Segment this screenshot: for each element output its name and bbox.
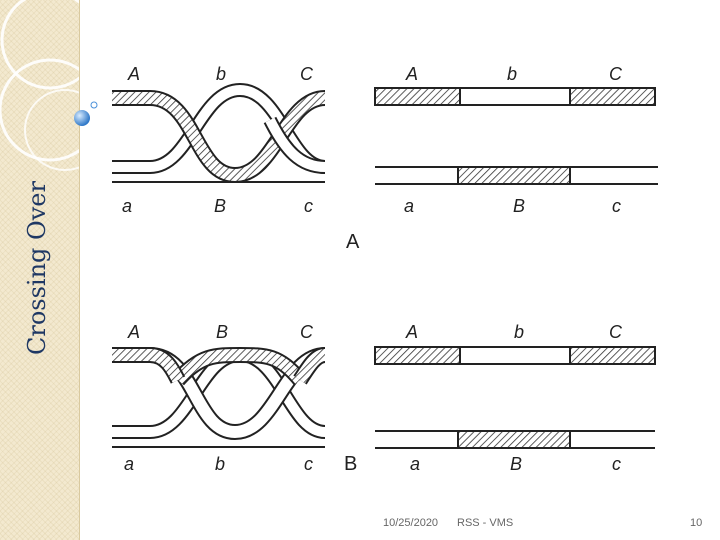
panel-b-crossover	[112, 346, 327, 448]
panel-b-label: B	[344, 453, 357, 475]
panel-a-crossover	[112, 82, 327, 184]
panel-a-label: A	[346, 231, 360, 253]
panel-b-bottom-label-1: a	[124, 454, 134, 474]
panel-b-top-label-1: A	[127, 322, 140, 342]
panel-b-bottom-label-2: b	[215, 454, 225, 474]
panel-b-result-top-label-1: A	[405, 322, 418, 342]
panel-a-top-label-1: A	[127, 64, 140, 84]
decor-bubble-icon	[74, 101, 98, 126]
panel-b-result	[374, 346, 656, 449]
panel-b-result-bottom-label-2: B	[510, 454, 522, 474]
panel-b-result-top-label-3: C	[609, 322, 623, 342]
page-number: 10	[690, 517, 703, 529]
sidebar-decor-circles	[0, 0, 79, 171]
panel-a-result-bottom-label-3: c	[612, 196, 621, 216]
panel-b-result-bottom-label-3: c	[612, 454, 621, 474]
sidebar-panel: Crossing Over	[0, 0, 80, 540]
panel-b-result-top-label-2: b	[514, 322, 524, 342]
panel-a-result-top-label-2: b	[507, 64, 517, 84]
panel-a-result-top-label-3: C	[609, 64, 623, 84]
footer-date: 10/25/2020	[383, 517, 439, 529]
panel-b-result-bottom-label-1: a	[410, 454, 420, 474]
panel-a-result	[374, 87, 658, 185]
panel-a-top-label-2: b	[216, 64, 226, 84]
panel-b-top-label-3: C	[300, 322, 314, 342]
panel-b-bottom-label-3: c	[304, 454, 313, 474]
panel-a-bottom-label-2: B	[214, 196, 226, 216]
panel-a-bottom-label-1: a	[122, 196, 132, 216]
panel-a-result-bottom-label-1: a	[404, 196, 414, 216]
panel-a-result-top-label-1: A	[405, 64, 418, 84]
panel-b-top-label-2: B	[216, 322, 228, 342]
footer-text: RSS - VMS	[457, 517, 514, 529]
panel-a-top-label-3: C	[300, 64, 314, 84]
panel-a-bottom-label-3: c	[304, 196, 313, 216]
panel-a-result-bottom-label-2: B	[513, 196, 525, 216]
